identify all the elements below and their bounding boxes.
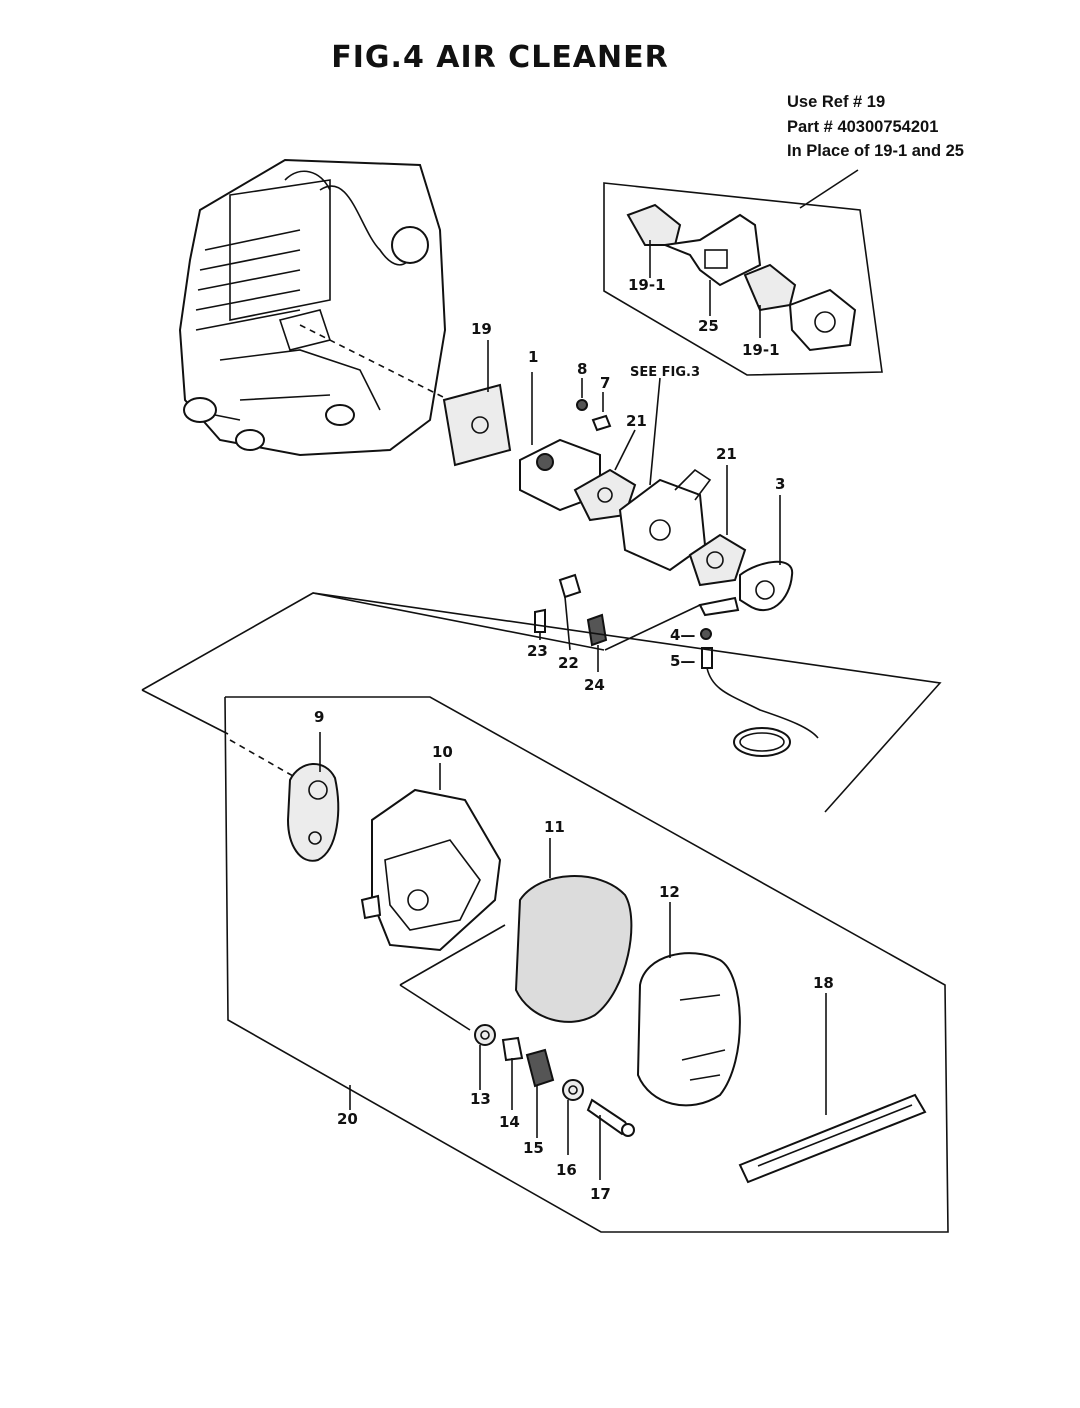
callout-8: 8 — [577, 360, 587, 378]
air-cleaner-boundary — [141, 592, 949, 1233]
note-part-line: Part # 40300754201 — [787, 117, 939, 136]
engine-illustration — [178, 158, 447, 457]
callout-18: 18 — [813, 974, 834, 992]
callout-11: 11 — [544, 818, 565, 836]
callout-14: 14 — [499, 1113, 520, 1131]
callout-9: 9 — [314, 708, 324, 726]
note-ref-line: Use Ref # 19 — [787, 93, 886, 111]
carburetor-assembly — [299, 324, 819, 757]
figure-title: FIG.4 AIR CLEANER — [331, 40, 669, 75]
callout-16: 16 — [556, 1161, 577, 1179]
callout-19: 19 — [471, 320, 492, 338]
callout-3: 3 — [775, 475, 785, 493]
callout-1: 1 — [528, 348, 538, 366]
callout-22: 22 — [558, 654, 579, 672]
callout-25: 25 — [698, 317, 719, 335]
callout-4: 4— — [670, 626, 695, 644]
replacement-note: Use Ref # 19 Part # 40300754201 In Place… — [787, 90, 964, 164]
callout-13: 13 — [470, 1090, 491, 1108]
callout-17: 17 — [590, 1185, 611, 1203]
callout-21a: 21 — [626, 412, 647, 430]
callout-19-1b: 19-1 — [742, 341, 780, 359]
callout-7: 7 — [600, 374, 610, 392]
callout-10: 10 — [432, 743, 453, 761]
callout-21b: 21 — [716, 445, 737, 463]
callout-23: 23 — [527, 642, 548, 660]
callout-19-1a: 19-1 — [628, 276, 666, 294]
callout-labels: 19 1 8 7 SEE FIG.3 21 21 3 4— 5— 23 22 2… — [314, 276, 834, 1203]
callout-see-fig-3: SEE FIG.3 — [630, 365, 700, 380]
callout-20: 20 — [337, 1110, 358, 1128]
callout-5: 5— — [670, 652, 695, 670]
note-place-line: In Place of 19-1 and 25 — [787, 142, 964, 160]
air-cleaner-parts — [286, 732, 927, 1184]
callout-15: 15 — [523, 1139, 544, 1157]
callout-24: 24 — [584, 676, 605, 694]
callout-12: 12 — [659, 883, 680, 901]
replacement-inset-box — [603, 169, 883, 376]
